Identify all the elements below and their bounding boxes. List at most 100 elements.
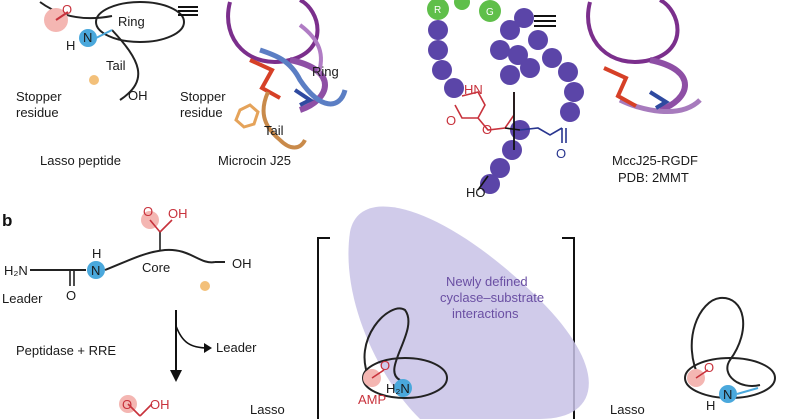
leader-out-label: Leader [216, 340, 257, 355]
formula-o-right: O [556, 146, 566, 161]
mccj25-ribbon-structure: MccJ25-RGDF PDB: 2MMT [586, 0, 702, 185]
bead [490, 158, 510, 178]
bead [514, 8, 534, 28]
bead [560, 102, 580, 122]
acid-oh-label: OH [168, 206, 188, 221]
bead-small-green [454, 0, 470, 10]
final-o-label: O [704, 360, 714, 375]
oh-label: OH [128, 88, 148, 103]
stopper-phenyl-ring [234, 103, 260, 129]
precursor-stopper-dot [200, 281, 210, 291]
bead-r [427, 0, 449, 20]
amp-label: AMP [358, 392, 386, 407]
final-n-label: N [723, 387, 732, 402]
ribbon-side-chain [298, 23, 323, 76]
core-oh-label: OH [232, 256, 252, 271]
equivalence-sign-1 [178, 6, 198, 16]
reaction-arrow-head [170, 370, 182, 382]
bead [520, 58, 540, 78]
intermediate-bracket: Newly defined cyclase–substrate interact… [250, 206, 589, 419]
equivalence-sign-2 [534, 15, 556, 27]
bead [502, 140, 522, 160]
co-bond [55, 11, 69, 21]
oxygen-label: O [62, 2, 72, 17]
schematic-ring-left [39, 1, 113, 20]
microcin-ring-label: Ring [312, 64, 339, 79]
bead [428, 40, 448, 60]
final-ring-strand [690, 296, 761, 387]
stopper-label-line1: Stopper [16, 89, 62, 104]
final-h-label: H [706, 398, 715, 413]
bead [558, 62, 578, 82]
precursor-nitrogen-circle [87, 261, 105, 279]
bead [508, 45, 528, 65]
ribbon-orange-tail [261, 91, 307, 150]
isopeptide-bond [95, 29, 113, 39]
precursor-h2n-label: H₂N [4, 263, 28, 278]
precursor-n-label: N [91, 263, 100, 278]
bead [500, 20, 520, 40]
formula-o-center: O [482, 122, 492, 137]
core-backbone [104, 248, 216, 271]
ho-label: HO [466, 185, 486, 200]
bead [542, 48, 562, 68]
bead-g-label: G [486, 7, 494, 18]
bead [432, 60, 452, 80]
final-nitrogen [719, 385, 737, 403]
mccj25-structural-formula: HN O O O HO [446, 82, 567, 200]
intermediate-h2n-label: H₂N [386, 381, 410, 396]
microcin-stopper-line1: Stopper [180, 89, 226, 104]
precursor-h-label: H [92, 246, 101, 261]
hn-label: HN [464, 82, 483, 97]
bottom-o-label: O [122, 397, 132, 412]
precursor-peptide: N H H₂N O Leader O OH Core OH [2, 204, 252, 306]
ring-label: Ring [118, 14, 145, 29]
ribbon-purple-strand [289, 57, 328, 113]
schematic-tail [111, 29, 140, 101]
bracket-left [317, 237, 330, 419]
precursor-leader-label: Leader [2, 291, 43, 306]
ribbon-blue-ring [259, 47, 348, 107]
microcin-tail-label: Tail [264, 123, 284, 138]
bottom-oh-label: OH [150, 397, 170, 412]
mccj25-caption-line1: MccJ25-RGDF [612, 153, 698, 168]
mcc-ribbon-purple [649, 57, 688, 113]
lasso-peptide-schematic: N H O Ring Tail OH Stopper residue Lasso… [16, 1, 185, 168]
interactions-line3: interactions [452, 306, 519, 321]
mccj25-caption-line2: PDB: 2MMT [618, 170, 689, 185]
microcin-caption: Microcin J25 [218, 153, 291, 168]
intermediate-nitrogen [394, 379, 412, 397]
core-label: Core [142, 260, 170, 275]
mcc-ribbon-loop [586, 0, 680, 64]
bead [428, 20, 448, 40]
nitrogen-label: N [83, 30, 92, 45]
stopper-residue-dot [89, 75, 99, 85]
leader-release-head [204, 343, 212, 353]
nitrogen-circle [79, 29, 97, 47]
cyclase-interaction-zone [348, 206, 589, 419]
mccj25-rgdf-bead-model: R G [427, 0, 584, 194]
interactions-line1: Newly defined [446, 274, 528, 289]
intermediate-strand [363, 307, 410, 381]
lasso-label-left: Lasso [250, 402, 285, 417]
bead [490, 40, 510, 60]
ribbon-loop-top [226, 0, 320, 64]
lasso-peptide-caption: Lasso peptide [40, 153, 121, 168]
bead [564, 82, 584, 102]
bead [528, 30, 548, 50]
precursor-o-label: O [66, 288, 76, 303]
ribbon-blue-strand [293, 88, 314, 107]
peptidase-label: Peptidase + RRE [16, 343, 116, 358]
ribbon-red-residue [249, 58, 281, 100]
final-lasso-peptide: O N H Lasso [610, 296, 776, 417]
acid-o-label: O [143, 204, 153, 219]
schematic-ring-loop [95, 1, 185, 43]
bead-r-label: R [434, 5, 441, 16]
microcin-stopper-line2: residue [180, 105, 223, 120]
microcin-j25-structure: Ring Stopper residue Tail Microcin J25 [180, 0, 348, 168]
leader-release-arrow [175, 325, 209, 349]
mcc-ribbon-red [603, 66, 637, 108]
stopper-label-line2: residue [16, 105, 59, 120]
interactions-line2: cyclase–substrate [440, 290, 544, 305]
